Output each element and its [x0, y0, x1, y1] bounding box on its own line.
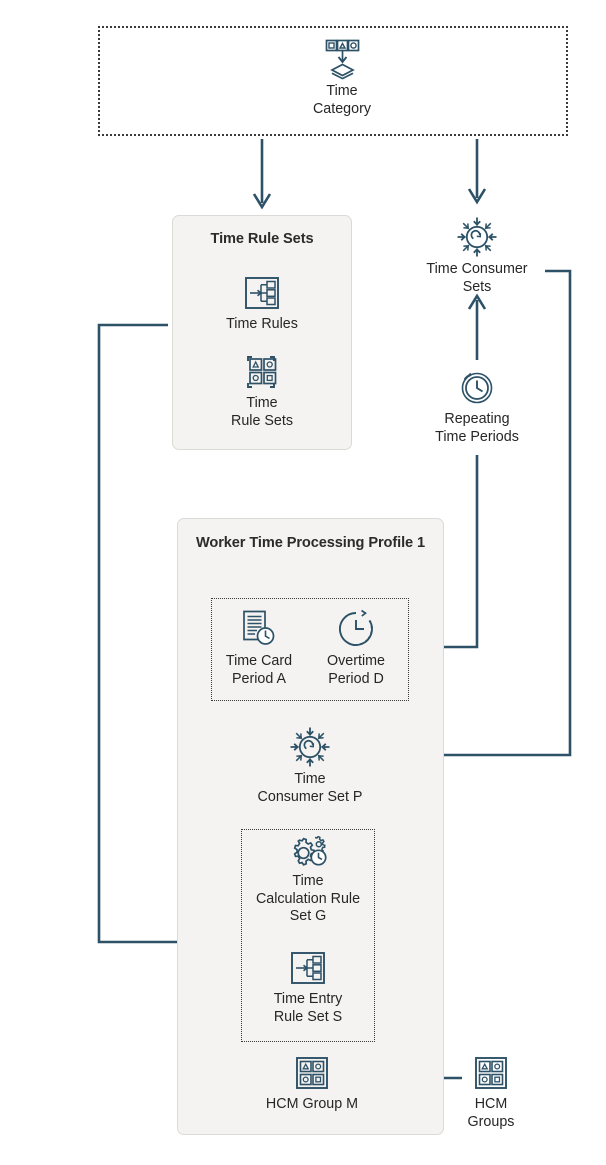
node-label: Time Consumer Set P [257, 771, 363, 805]
node-label: Time Entry Rule Set S [273, 991, 343, 1025]
repeating-clock-icon [413, 366, 541, 408]
node-label: HCM Group M [265, 1096, 359, 1112]
node-time-rules[interactable]: Time Rules [202, 273, 322, 334]
time-rule-sets-group: Time Rule Sets [172, 215, 352, 450]
connector-time-category-to-time-consumer-sets [467, 139, 487, 205]
rule-sets-inner-group [241, 829, 375, 1042]
time-rules-icon [202, 273, 322, 313]
time-consumer-set-icon [245, 726, 375, 768]
node-label: Time Rule Sets [231, 395, 293, 429]
time-calculation-rule-icon [244, 835, 372, 870]
node-time-rule-sets[interactable]: Time Rule Sets [202, 352, 322, 430]
node-label: Time Category [312, 83, 371, 117]
time-category-group [98, 26, 568, 136]
time-consumer-set-icon [409, 216, 545, 258]
hcm-group-icon [449, 1055, 533, 1093]
connector-repeating-to-consumer-sets [467, 293, 487, 360]
time-rules-icon [248, 948, 368, 988]
overtime-period-icon [313, 608, 399, 650]
node-time-consumer-sets[interactable]: Time Consumer Sets [409, 216, 545, 296]
node-hcm-group-m[interactable]: HCM Group M [251, 1055, 373, 1114]
node-overtime-period-d[interactable]: Overtime Period D [313, 608, 399, 688]
node-label: Time Rules [226, 316, 298, 332]
node-label: Time Card Period A [225, 653, 293, 687]
periods-group [211, 598, 409, 701]
connector-time-category-to-time-rule-sets [252, 139, 272, 210]
node-label: HCM Groups [467, 1096, 515, 1130]
time-rule-sets-title: Time Rule Sets [210, 231, 314, 247]
node-label: Time Consumer Sets [426, 261, 528, 295]
node-repeating-time-periods[interactable]: Repeating Time Periods [413, 366, 541, 446]
worker-profile-title: Worker Time Processing Profile 1 [195, 535, 426, 551]
node-time-card-period-a[interactable]: Time Card Period A [214, 608, 304, 688]
node-hcm-groups[interactable]: HCM Groups [449, 1055, 533, 1131]
worker-profile-group: Worker Time Processing Profile 1 [177, 518, 444, 1135]
time-category-icon [278, 38, 406, 80]
time-rule-sets-icon [202, 352, 322, 392]
node-label: Repeating Time Periods [435, 411, 519, 445]
hcm-group-icon [251, 1055, 373, 1093]
node-time-calculation-rule-set-g[interactable]: Time Calculation Rule Set G [244, 835, 372, 926]
node-time-category[interactable]: Time Category [278, 38, 406, 118]
node-label: Time Calculation Rule Set G [255, 873, 361, 924]
node-label: Overtime Period D [327, 653, 385, 687]
time-card-period-icon [214, 608, 304, 650]
node-time-consumer-set-p[interactable]: Time Consumer Set P [245, 726, 375, 806]
node-time-entry-rule-set-s[interactable]: Time Entry Rule Set S [248, 948, 368, 1026]
